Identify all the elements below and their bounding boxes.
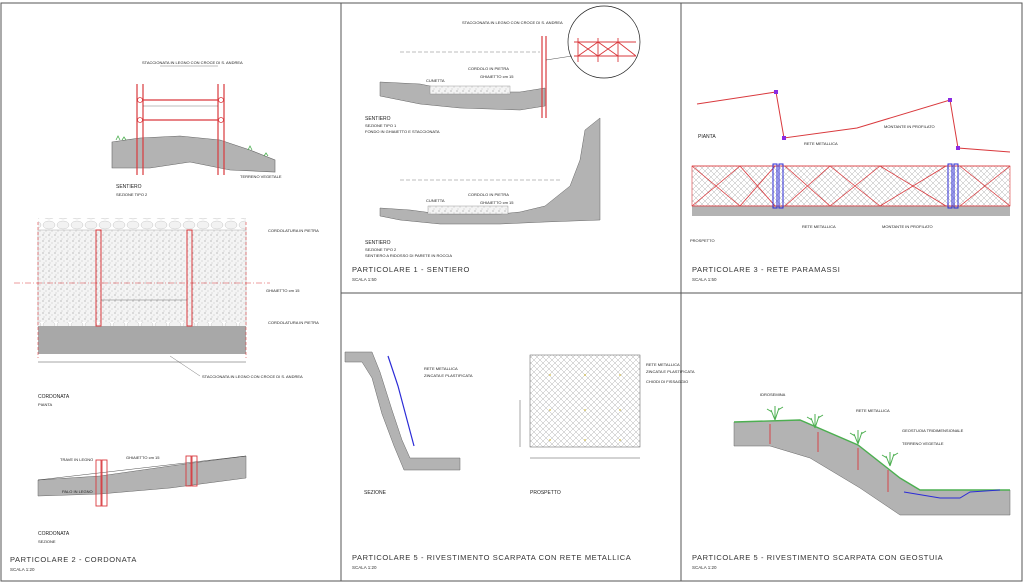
shrub-icons <box>766 406 899 467</box>
cordonata-plan: CORDOLATURA IN PIETRA GHIAIETTO cm 15 CO… <box>14 218 319 407</box>
sentiero-b-sub1: SEZIONE TIPO 2 <box>365 247 397 252</box>
cordolatura-top: CORDOLATURA IN PIETRA <box>268 228 319 233</box>
cunetta-note-a: CUNETTA <box>426 78 445 83</box>
cordonata-sez-label: CORDONATA <box>38 531 70 537</box>
panel-1-scale: SCALA 1:50 <box>352 277 377 282</box>
panel-1-title: PARTICOLARE 1 - SENTIERO <box>352 265 470 274</box>
pianta-label: PIANTA <box>38 402 52 407</box>
panel-3-scale: SCALA 1:50 <box>692 277 717 282</box>
panel-rete-metallica: RETE METALLICA ZINCATA E PLASTIFICATA SE… <box>344 351 695 570</box>
rete-prospetto: RETE METALLICA ZINCATA E PLASTIFICATA CH… <box>519 354 695 496</box>
sentiero-a-sub1: SEZIONE TIPO 1 <box>365 123 397 128</box>
fence-detail-bubble <box>545 5 641 79</box>
cunetta-note-b: CUNETTA <box>426 198 445 203</box>
ghiaietto-note: GHIAIETTO cm 15 <box>266 288 300 293</box>
geostuoia-note: GEOSTUOIA TRIDIMENSIONALE <box>902 428 964 433</box>
panel-cordonata: STACCIONATA IN LEGNO CON CROCE DI S. AND… <box>10 60 319 572</box>
ghiaietto-note-a: GHIAIETTO cm 15 <box>480 74 514 79</box>
cordolatura-bottom: CORDOLATURA IN PIETRA <box>268 320 319 325</box>
prospetto-label-4: PROSPETTO <box>530 490 561 496</box>
fence-note-a: STACCIONATA IN LEGNO CON CROCE DI S. AND… <box>462 20 563 25</box>
sentiero-section-a: STACCIONATA IN LEGNO CON CROCE DI S. AND… <box>365 20 563 134</box>
cordonata-label: CORDONATA <box>38 394 70 400</box>
sezione-label-4: SEZIONE <box>364 490 387 496</box>
sentiero-label: SENTIERO <box>116 184 142 190</box>
sentiero-section-b: CORDOLO IN PIETRA GHIAIETTO cm 15 CUNETT… <box>365 117 601 258</box>
panel-2-title: PARTICOLARE 2 - CORDONATA <box>10 555 137 564</box>
rete-note-5: RETE METALLICA <box>856 408 890 413</box>
rete-note-section: RETE METALLICA <box>424 366 458 371</box>
montante-note-plan: MONTANTE IN PROFILATO <box>884 124 935 129</box>
sentiero-section-type2: STACCIONATA IN LEGNO CON CROCE DI S. AND… <box>111 60 282 197</box>
montante-note-elev: MONTANTE IN PROFILATO <box>882 224 933 229</box>
panel-geostuoia: RETE METALLICA GEOSTUOIA TRIDIMENSIONALE… <box>692 392 1011 570</box>
rete-elevation: PROSPETTO RETE METALLICA MONTANTE IN PRO… <box>690 163 1011 243</box>
rete-plan: PIANTA RETE METALLICA MONTANTE IN PROFIL… <box>696 90 1011 153</box>
panel-4-scale: SCALA 1:20 <box>352 565 377 570</box>
palo-note: PALO IN LEGNO <box>62 489 93 494</box>
panel-4-title: PARTICOLARE 5 - RIVESTIMENTO SCARPATA CO… <box>352 553 631 562</box>
chiodi-note: CHIODI DI FISSAGGIO <box>646 379 688 384</box>
ghiaietto-note-b: GHIAIETTO cm 15 <box>480 200 514 205</box>
scarpata-section: RETE METALLICA ZINCATA E PLASTIFICATA SE… <box>344 351 473 496</box>
panel-rete-paramassi: PIANTA RETE METALLICA MONTANTE IN PROFIL… <box>690 90 1011 282</box>
idrosemina-note: IDROSEMINA <box>760 392 786 397</box>
cordolo-note-b: CORDOLO IN PIETRA <box>468 192 509 197</box>
rete-note-elev: RETE METALLICA <box>802 224 836 229</box>
sentiero-b-label: SENTIERO <box>365 240 391 246</box>
terreno-note-5: TERRENO VEGETALE <box>902 441 944 446</box>
ghiaietto-sez-note: GHIAIETTO cm 15 <box>126 455 160 460</box>
sentiero-sub: SEZIONE TIPO 2 <box>116 192 148 197</box>
rete-pianta-label: PIANTA <box>698 134 716 140</box>
rete-note-plan: RETE METALLICA <box>804 141 838 146</box>
rete-note-prospetto: RETE METALLICA <box>646 362 680 367</box>
sentiero-a-label: SENTIERO <box>365 116 391 122</box>
sentiero-b-sub2: SENTIERO A RIDOSSO DI PARETE IN ROCCIA <box>365 253 452 258</box>
zinc-note-prospetto: ZINCATA E PLASTIFICATA <box>646 369 695 374</box>
zinc-note-section: ZINCATA E PLASTIFICATA <box>424 373 473 378</box>
cordolo-note-a: CORDOLO IN PIETRA <box>468 66 509 71</box>
panel-sentiero: STACCIONATA IN LEGNO CON CROCE DI S. AND… <box>352 5 641 282</box>
panel-3-title: PARTICOLARE 3 - RETE PARAMASSI <box>692 265 840 274</box>
rete-prospetto-label: PROSPETTO <box>690 238 715 243</box>
fence-note-top: STACCIONATA IN LEGNO CON CROCE DI S. AND… <box>142 60 243 65</box>
trave-note: TRAVE IN LEGNO <box>60 457 93 462</box>
sezione-label: SEZIONE <box>38 539 56 544</box>
fence-note-plan: STACCIONATA IN LEGNO CON CROCE DI S. AND… <box>202 374 303 379</box>
sentiero-a-sub2: FONDO IN GHIAIETTO E STACCIONATA <box>365 129 440 134</box>
panel-5-scale: SCALA 1:20 <box>692 565 717 570</box>
cordonata-section: TRAVE IN LEGNO PALO IN LEGNO GHIAIETTO c… <box>37 455 247 544</box>
panel-5-title: PARTICOLARE 5 - RIVESTIMENTO SCARPATA CO… <box>692 553 943 562</box>
panel-2-scale: SCALA 1:20 <box>10 567 35 572</box>
terreno-note: TERRENO VEGETALE <box>240 174 282 179</box>
